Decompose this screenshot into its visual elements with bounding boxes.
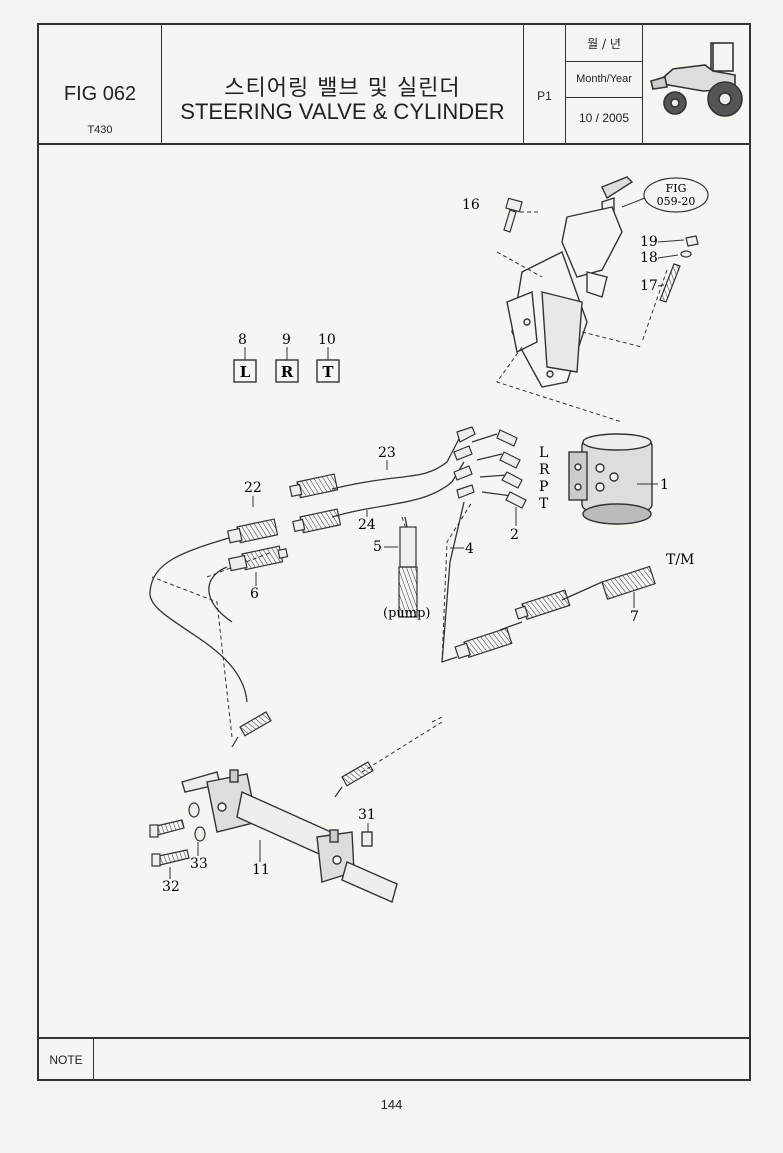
note-label: NOTE: [39, 1039, 94, 1081]
part-number-labels: 16 19 18 17 8 9 10 23 1 22 24 2 5 4 6: [162, 197, 685, 895]
tractor-icon: [650, 42, 743, 117]
part-24-label: 24: [358, 517, 376, 533]
part-2-label: 2: [510, 527, 519, 543]
part-4-label: 4: [465, 541, 474, 557]
part-32-label: 32: [162, 879, 180, 895]
figure-cell: FIG 062 T430: [39, 25, 162, 143]
port-R: R: [539, 462, 550, 478]
part-23-label: 23: [378, 445, 396, 461]
note-row: NOTE: [39, 1037, 749, 1081]
tractor-illustration-cell: [643, 25, 749, 143]
part-11-label: 11: [252, 862, 270, 878]
header-block: FIG 062 T430 스티어링 밸브 및 실린더 STEERING VALV…: [39, 25, 749, 145]
port-tag-boxes: L R T: [233, 347, 340, 383]
page-label: P1: [537, 89, 552, 103]
date-value: 10 / 2005: [578, 111, 630, 125]
port-letters: L R P T: [539, 445, 550, 512]
title-korean: 스티어링 밸브 및 실린더: [224, 76, 461, 101]
parts-sheet: FIG 062 T430 스티어링 밸브 및 실린더 STEERING VALV…: [37, 23, 751, 1081]
date-divider: [566, 97, 642, 98]
part-19-label: 19: [640, 234, 658, 250]
tube-fittings: [453, 426, 527, 509]
title-cell: 스티어링 밸브 및 실린더 STEERING VALVE & CYLINDER: [162, 25, 524, 143]
figure-reference-line1: FIG: [666, 182, 687, 195]
hose-end-fittings: [226, 473, 656, 798]
part-6-label: 6: [250, 586, 259, 602]
hydraulic-hoses: [149, 433, 603, 703]
part-1-label: 1: [660, 477, 669, 493]
model-code: T430: [87, 124, 113, 136]
part-16-label: 16: [462, 197, 480, 213]
part-5-label: 5: [373, 539, 382, 555]
part-8-label: 8: [238, 332, 247, 348]
tag-R: R: [281, 363, 294, 381]
transmission-label: T/M: [666, 552, 694, 568]
date-cell: 월 / 년 Month/Year 10 / 2005: [566, 25, 643, 143]
steering-valve: [568, 433, 653, 525]
port-T: T: [539, 496, 549, 512]
steering-column: [506, 176, 634, 388]
stud-nut-washer: [659, 235, 699, 303]
steering-cylinder: [181, 769, 398, 903]
figure-number: FIG 062: [63, 83, 137, 105]
date-divider: [566, 61, 642, 62]
bolts-and-washers: [149, 802, 206, 867]
figure-reference-bubble: [643, 177, 709, 213]
port-P: P: [539, 479, 548, 495]
tag-T: T: [322, 363, 334, 381]
port-L: L: [539, 445, 548, 461]
bubble-leader: [621, 197, 646, 208]
part-31-label: 31: [358, 807, 376, 823]
page-number: 144: [380, 1097, 403, 1112]
page-cell: P1: [524, 25, 566, 143]
tag-L: L: [240, 363, 251, 381]
bolt-16: [503, 197, 523, 233]
date-label-korean: 월 / 년: [587, 37, 621, 51]
pump-label: (pump): [383, 606, 431, 621]
part-22-label: 22: [244, 480, 262, 496]
figure-reference-line2: 059-20: [657, 195, 696, 208]
part-10-label: 10: [318, 332, 336, 348]
part-33-label: 33: [190, 856, 208, 872]
title-english: STEERING VALVE & CYLINDER: [180, 99, 505, 124]
date-label-english: Month/Year: [576, 73, 632, 85]
part-18-label: 18: [640, 250, 658, 266]
part-9-label: 9: [282, 332, 291, 348]
exploded-parts-diagram: FIG 059-20 L R: [149, 176, 709, 903]
part-7-label: 7: [630, 609, 639, 625]
part-17-label: 17: [640, 278, 658, 294]
